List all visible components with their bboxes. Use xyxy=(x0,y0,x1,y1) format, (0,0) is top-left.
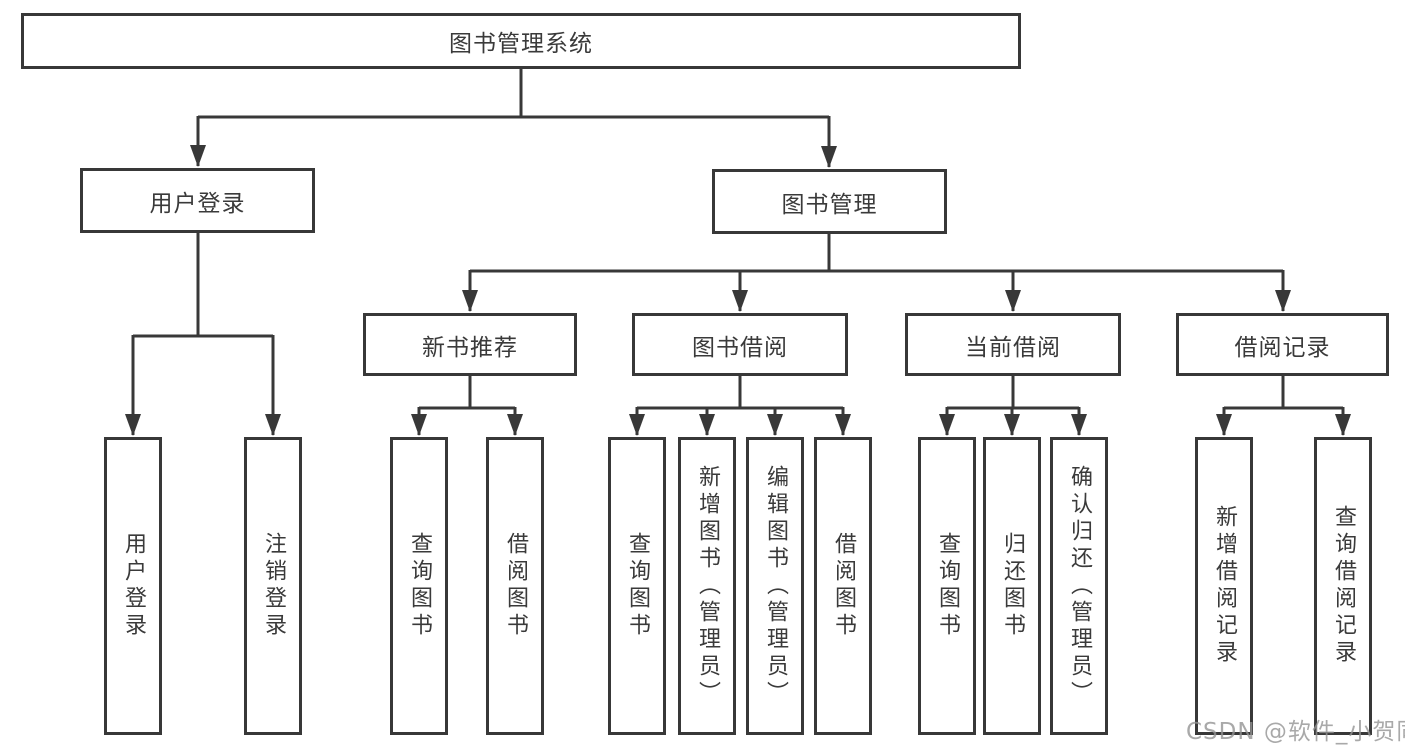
node-book-management: 图书管理 xyxy=(712,169,947,234)
node-leaf-add-book-admin: 新增图书（管理员） xyxy=(678,437,736,735)
node-label: 确认归还（管理员） xyxy=(1067,464,1092,708)
node-label: 查询图书 xyxy=(625,532,650,640)
node-label: 用户登录 xyxy=(121,532,146,640)
node-label: 新增图书（管理员） xyxy=(695,464,720,708)
node-borrow-records: 借阅记录 xyxy=(1176,313,1389,376)
node-leaf-add-borrow-record: 新增借阅记录 xyxy=(1195,437,1253,735)
node-label: 归还图书 xyxy=(1000,532,1025,640)
node-leaf-edit-book-admin: 编辑图书（管理员） xyxy=(746,437,804,735)
node-label: 图书管理系统 xyxy=(449,31,593,57)
node-label: 查询借阅记录 xyxy=(1331,505,1356,667)
node-label: 新增借阅记录 xyxy=(1212,505,1237,667)
node-label: 查询图书 xyxy=(407,532,432,640)
node-label: 借阅图书 xyxy=(503,532,528,640)
node-label: 借阅记录 xyxy=(1234,334,1331,361)
node-leaf-query-books-current: 查询图书 xyxy=(918,437,976,735)
node-leaf-query-books-borrow: 查询图书 xyxy=(608,437,666,735)
node-system-root: 图书管理系统 xyxy=(21,13,1021,69)
node-leaf-borrow-books-recommend: 借阅图书 xyxy=(486,437,544,735)
node-leaf-borrow-books: 借阅图书 xyxy=(814,437,872,735)
node-leaf-user-login: 用户登录 xyxy=(104,437,162,735)
node-label: 新书推荐 xyxy=(422,334,518,361)
node-label: 查询图书 xyxy=(935,532,960,640)
node-leaf-query-borrow-record: 查询借阅记录 xyxy=(1314,437,1372,735)
node-new-book-recommend: 新书推荐 xyxy=(363,313,577,376)
node-current-borrow: 当前借阅 xyxy=(905,313,1121,376)
node-label: 图书管理 xyxy=(781,191,878,218)
node-label: 当前借阅 xyxy=(965,334,1061,361)
node-label: 借阅图书 xyxy=(831,532,856,640)
node-leaf-return-books: 归还图书 xyxy=(983,437,1041,735)
node-leaf-query-books-recommend: 查询图书 xyxy=(390,437,448,735)
node-label: 用户登录 xyxy=(149,190,246,217)
node-label: 注销登录 xyxy=(261,532,286,640)
node-leaf-confirm-return-admin: 确认归还（管理员） xyxy=(1050,437,1108,735)
node-label: 图书借阅 xyxy=(692,334,788,361)
node-leaf-logout: 注销登录 xyxy=(244,437,302,735)
node-user-login: 用户登录 xyxy=(80,168,315,233)
watermark-csdn: CSDN @软件_小贺同学 xyxy=(1186,719,1405,745)
node-book-borrow: 图书借阅 xyxy=(632,313,848,376)
node-label: 编辑图书（管理员） xyxy=(763,464,788,708)
